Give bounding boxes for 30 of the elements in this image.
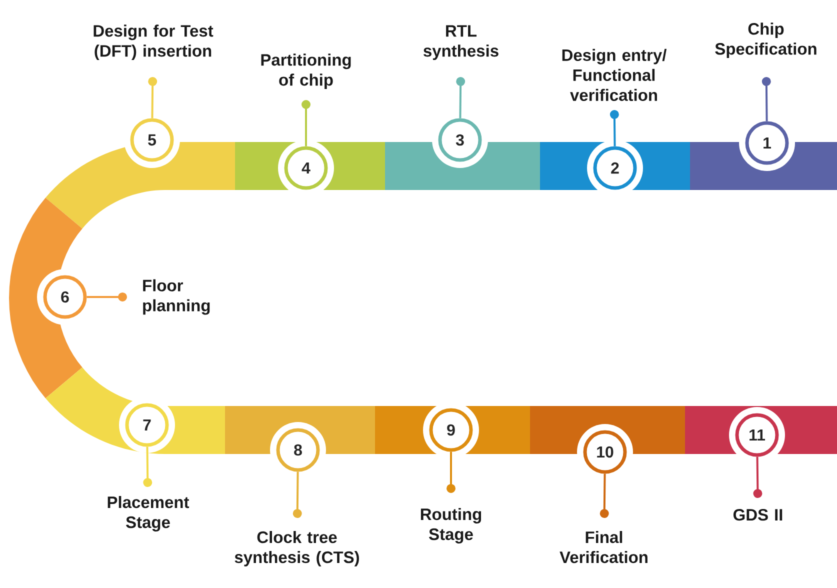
node-label: 5	[148, 134, 156, 146]
node-label: 6	[61, 291, 69, 303]
step-label: Clock tree synthesis (CTS)	[234, 531, 359, 566]
node-label: 7	[143, 419, 151, 430]
node-label: 3	[456, 134, 464, 146]
step-label: RTL synthesis	[424, 25, 498, 60]
step-label: Design for Test (DFT) insertion	[94, 24, 214, 60]
step-label: Chip Specification	[715, 22, 816, 58]
node-label: 8	[294, 444, 302, 456]
leader-line	[148, 77, 158, 118]
step-label: Floor planning	[143, 279, 210, 315]
node-label: 1	[764, 137, 772, 148]
step-label: Final Verification	[560, 531, 648, 564]
step-label: Placement Stage	[108, 496, 190, 532]
node-label: 10	[597, 446, 614, 458]
step-label: Partitioning of chip	[261, 54, 351, 89]
step-label: GDS II	[733, 508, 782, 521]
leader-line	[753, 456, 762, 498]
leader-line	[762, 77, 771, 122]
leader-line	[446, 452, 456, 493]
leader-line	[143, 446, 152, 487]
leader-line	[302, 100, 310, 146]
leader-line	[456, 77, 466, 118]
leader-line	[600, 474, 609, 518]
leader-line	[610, 110, 619, 146]
step-label: Design entry/ Functional verification	[562, 48, 667, 101]
leader-line	[292, 472, 302, 518]
leader-line	[86, 292, 127, 302]
node-label: 11	[750, 429, 766, 440]
step-label: Routing Stage	[420, 508, 482, 544]
